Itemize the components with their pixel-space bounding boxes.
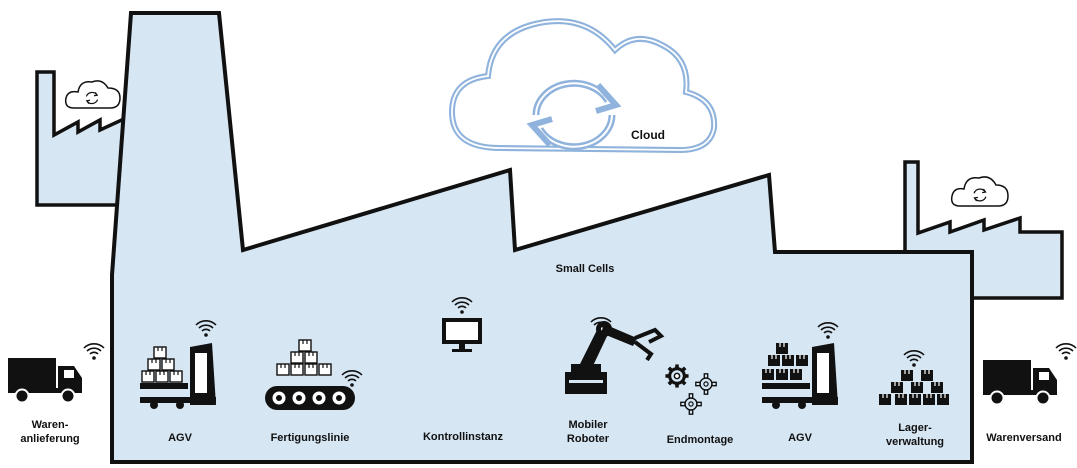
wifi-icon <box>1055 342 1077 361</box>
main-factory <box>110 11 974 464</box>
conveyor-icon <box>265 339 355 410</box>
agv-icon <box>140 343 216 409</box>
sync-arrows-icon <box>526 79 622 151</box>
cloud-label: Cloud <box>631 128 665 142</box>
agv-left-label: AGV <box>168 432 192 444</box>
truck-icon <box>982 359 1058 406</box>
agv-right-label: AGV <box>788 432 812 444</box>
kontroll-label: Kontrollinstanz <box>422 431 504 443</box>
monitor-icon <box>442 318 482 352</box>
cloud-sync-icon <box>950 176 1009 207</box>
roboter-label: Mobiler Roboter <box>566 419 610 445</box>
endmontage-label: Endmontage <box>666 434 734 446</box>
fertigung-label: Fertigungslinie <box>270 432 350 444</box>
wareneingang-label: Waren- anlieferung <box>20 419 80 445</box>
lager-label: Lager- verwaltung <box>885 422 945 448</box>
left-factory <box>35 70 128 207</box>
truck-icon <box>7 357 83 404</box>
small-cells-label: Small Cells <box>555 263 615 275</box>
wifi-icon <box>83 342 105 361</box>
cloud-sync-icon <box>64 80 121 109</box>
agv-icon <box>761 342 838 409</box>
versand-label: Warenversand <box>986 432 1062 444</box>
gears-icon <box>663 362 717 415</box>
